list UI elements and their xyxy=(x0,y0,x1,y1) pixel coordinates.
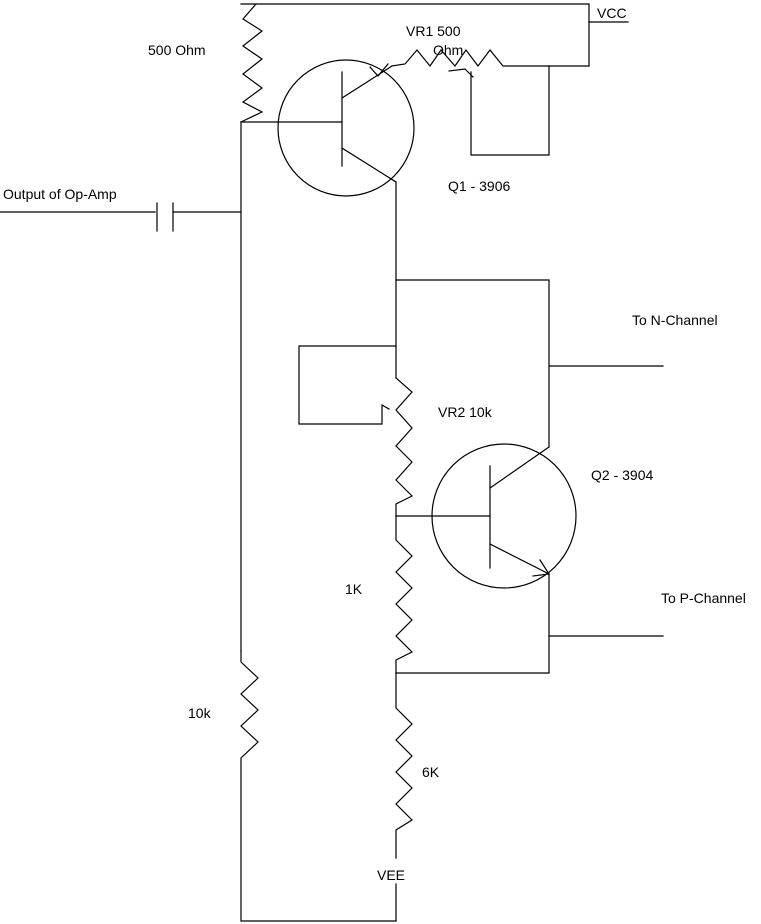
potentiometer-vr1 xyxy=(391,48,590,156)
resistor-1k xyxy=(395,515,414,674)
resistor-10k-label: 10k xyxy=(188,705,212,721)
q2-emitter-wire xyxy=(395,635,664,674)
vcc-label: VCC xyxy=(597,5,627,21)
resistor-10k xyxy=(240,650,397,922)
resistor-500-ohm-label: 500 Ohm xyxy=(148,42,206,58)
resistor-1k-label: 1K xyxy=(345,581,363,597)
q2-label: Q2 - 3904 xyxy=(591,467,653,483)
vr2-label: VR2 10k xyxy=(438,404,493,420)
q1-emitter-arrow xyxy=(369,63,389,77)
q1-collector-wire xyxy=(395,181,664,448)
vr1-label-line1: VR1 500 xyxy=(406,23,461,39)
vr1-label-line2: Ohm xyxy=(433,42,463,58)
n-channel-label: To N-Channel xyxy=(632,312,718,328)
op-amp-input xyxy=(0,202,242,232)
vee-label: VEE xyxy=(377,867,405,883)
resistor-6k-label: 6K xyxy=(422,764,440,780)
op-amp-output-label: Output of Op-Amp xyxy=(3,186,117,202)
transistor-q1 xyxy=(240,59,415,197)
transistor-q2 xyxy=(395,443,577,637)
resistor-500-ohm xyxy=(240,3,264,123)
resistor-6k xyxy=(395,672,413,859)
q1-label: Q1 - 3906 xyxy=(448,178,510,194)
potentiometer-vr2 xyxy=(298,345,414,517)
p-channel-label: To P-Channel xyxy=(661,590,746,606)
vcc-rail xyxy=(255,3,629,67)
